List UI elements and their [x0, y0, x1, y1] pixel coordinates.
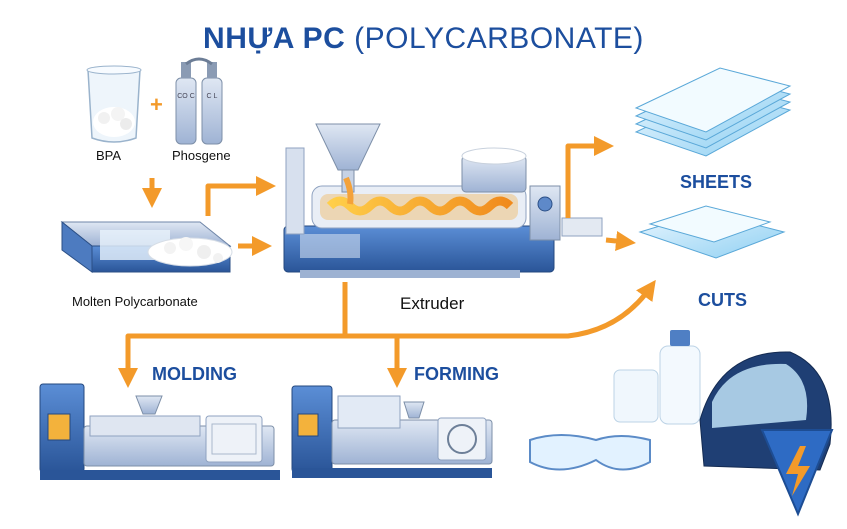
label-extruder: Extruder: [400, 294, 465, 313]
arrow-to-cuts: [605, 231, 636, 251]
sheets-stack-icon: [634, 67, 792, 157]
phosgene-cylinders-icon: CO C C L: [175, 57, 223, 145]
page-title: NHỰA PC (POLYCARBONATE): [0, 22, 847, 56]
label-molding: MOLDING: [152, 364, 237, 384]
forming-machine-icon: [291, 385, 493, 478]
cuts-stack-icon: [638, 205, 786, 259]
label-cuts: CUTS: [698, 290, 747, 310]
molten-pc-tray-icon: [60, 220, 233, 273]
label-forming: FORMING: [414, 364, 499, 384]
extruder-machine-icon: [283, 123, 603, 278]
label-phosgene: Phosgene: [172, 148, 231, 163]
label-sheets: SHEETS: [680, 172, 753, 192]
arrow-to-sheets: [565, 136, 614, 218]
cylinder-left-label: CO C: [177, 93, 195, 100]
molding-machine-icon: [39, 383, 280, 480]
title-main: NHỰA PC: [203, 22, 346, 55]
label-molten-pc: Molten Polycarbonate: [72, 294, 198, 309]
brand-logo-icon: [760, 429, 834, 517]
arrow-to-molding: [118, 282, 348, 388]
bpa-beaker-icon: [86, 65, 142, 143]
products-icon: [529, 330, 832, 471]
title-sub: (POLYCARBONATE): [345, 22, 644, 55]
arrow-to-cuts-curve: [345, 279, 656, 339]
label-bpa: BPA: [96, 148, 122, 163]
plus-icon: +: [150, 92, 163, 117]
arrow-to-extruder-top: [205, 176, 276, 216]
cylinder-right-label: C L: [207, 93, 218, 100]
